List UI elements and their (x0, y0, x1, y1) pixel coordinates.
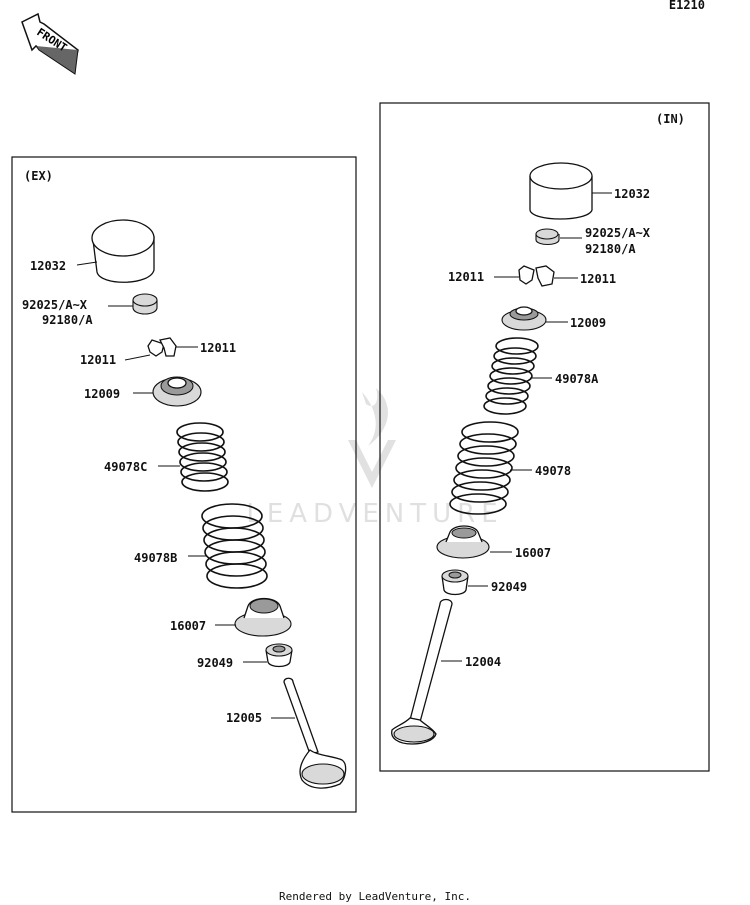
ex-spring-inner (176, 422, 229, 492)
in-label-cotter-left: 12011 (448, 270, 484, 284)
intake-title: (IN) (656, 112, 685, 126)
ex-label-cotter-left: 12011 (80, 353, 116, 367)
in-cotters (518, 265, 555, 287)
ex-tappet (91, 219, 155, 283)
ex-shim (132, 293, 158, 315)
in-shim (535, 228, 560, 246)
watermark: LEADVENTURE (246, 388, 503, 529)
ex-cotters (147, 337, 177, 357)
ex-label-seal: 92049 (197, 656, 233, 670)
ex-label-spring-inner: 49078C (104, 460, 147, 474)
in-spring-outer (449, 421, 519, 515)
in-retainer (501, 306, 547, 331)
in-spring-inner (483, 337, 539, 415)
diagram-code: E1210 (669, 0, 705, 12)
in-tappet (529, 162, 593, 220)
ex-label-shim-a: 92025/A~X (22, 298, 88, 312)
ex-label-valve: 12005 (226, 711, 262, 725)
ex-valve (283, 677, 347, 789)
ex-label-tappet: 12032 (30, 259, 66, 273)
ex-label-spring-seat: 16007 (170, 619, 206, 633)
ex-label-spring-outer: 49078B (134, 551, 177, 565)
in-label-shim-b: 92180/A (585, 242, 636, 256)
in-label-shim-a: 92025/A~X (585, 226, 651, 240)
ex-spring-outer (201, 503, 268, 589)
ex-seal (265, 643, 293, 668)
watermark-text: LEADVENTURE (246, 499, 503, 529)
in-label-valve: 12004 (465, 655, 501, 669)
in-label-retainer: 12009 (570, 316, 606, 330)
ex-retainer (152, 376, 202, 407)
in-label-cotter-right: 12011 (580, 272, 616, 286)
exhaust-panel: (EX) 12032 92025/A~X 92180/A 12011 12011 (11, 156, 357, 813)
ex-label-retainer: 12009 (84, 387, 120, 401)
intake-panel: (IN) 12032 92025/A~X 92180/A 12011 12011 (379, 102, 710, 772)
exhaust-title: (EX) (24, 169, 53, 183)
in-label-seal: 92049 (491, 580, 527, 594)
ex-label-cotter-right: 12011 (200, 341, 236, 355)
front-arrow-icon: FRONT (21, 12, 79, 75)
in-label-tappet: 12032 (614, 187, 650, 201)
ex-label-shim-b: 92180/A (42, 313, 93, 327)
in-valve (391, 598, 453, 745)
in-label-spring-inner: 49078A (555, 372, 599, 386)
in-label-spring-seat: 16007 (515, 546, 551, 560)
ex-spring-seat (234, 597, 292, 637)
footer-credit: Rendered by LeadVenture, Inc. (279, 890, 471, 903)
in-seal (441, 569, 469, 596)
in-label-spring-outer: 49078 (535, 464, 571, 478)
in-spring-seat (436, 525, 490, 559)
